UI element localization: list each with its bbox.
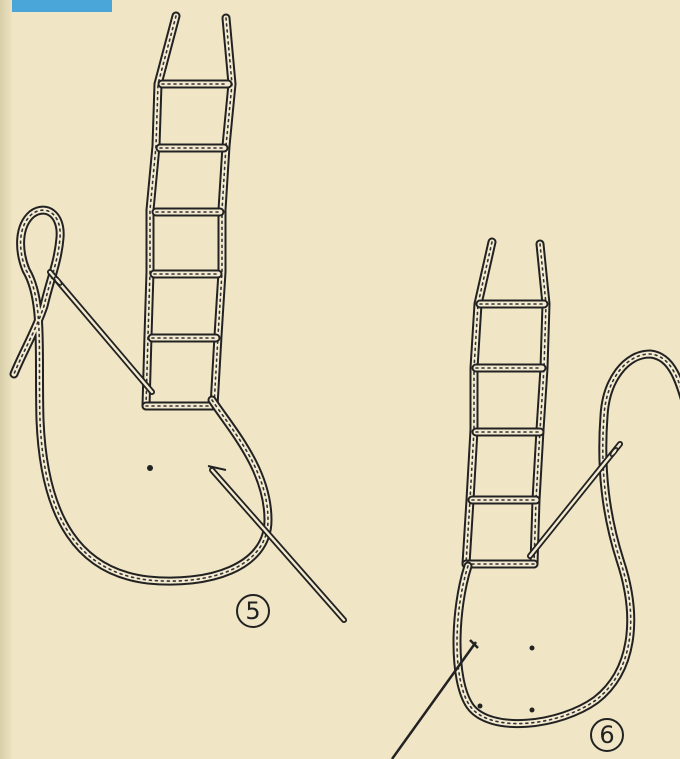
- thread-loop: [457, 354, 680, 724]
- figure-number-6: 6: [590, 718, 624, 752]
- figure-6-chain-stitch: [392, 242, 680, 759]
- figure-6-label: 6: [599, 721, 614, 749]
- needle-icon: [50, 272, 152, 392]
- chain-left-rail: [466, 242, 492, 564]
- fabric-point: [147, 465, 153, 471]
- figure-5-label: 5: [245, 597, 260, 625]
- thread-tail: [208, 466, 344, 620]
- figure-number-5: 5: [236, 594, 270, 628]
- fabric-point: [530, 646, 535, 651]
- chain-right-rail: [534, 244, 546, 564]
- figure-5-chain-stitch: [14, 16, 344, 620]
- thread-loop: [14, 210, 268, 581]
- fabric-point: [478, 704, 483, 709]
- fabric-point: [530, 708, 535, 713]
